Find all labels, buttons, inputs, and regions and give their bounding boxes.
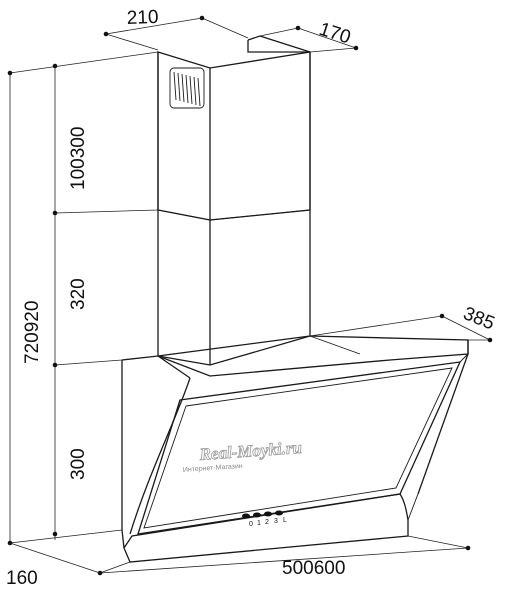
dim-upper-chimney-height: 100300 <box>68 127 89 190</box>
dim-hood-depth: 385 <box>460 303 497 334</box>
dim-glass-height: 300 <box>68 448 89 480</box>
watermark-brand: Real-Moyki.ru <box>198 438 303 464</box>
control-label-1: 1 <box>257 520 261 527</box>
dim-total-height: 720920 <box>22 301 43 364</box>
vent-grille <box>169 67 205 109</box>
control-label-0: 0 <box>249 521 253 528</box>
dim-lower-chimney-height: 320 <box>68 278 89 310</box>
dim-hood-width: 500600 <box>282 558 345 579</box>
dimension-labels: 210 170 100300 320 720920 300 385 500600… <box>6 7 497 589</box>
control-button-2[interactable] <box>264 511 272 517</box>
chimney <box>157 35 311 366</box>
dim-chimney-width: 210 <box>126 7 158 29</box>
control-label-L: L <box>283 517 287 524</box>
control-panel: 0 1 2 3 L <box>242 510 287 528</box>
watermark: Real-Moyki.ru Интернет-Магазин <box>183 437 303 474</box>
control-label-3: 3 <box>274 518 278 525</box>
dim-base-depth: 160 <box>6 568 38 589</box>
control-button-1[interactable] <box>253 512 261 518</box>
watermark-tagline: Интернет-Магазин <box>183 463 243 474</box>
dim-chimney-depth: 170 <box>316 19 353 49</box>
control-label-2: 2 <box>265 519 269 526</box>
control-button-3[interactable] <box>275 510 283 516</box>
control-button-0[interactable] <box>242 513 250 519</box>
dimension-lines <box>7 15 493 576</box>
